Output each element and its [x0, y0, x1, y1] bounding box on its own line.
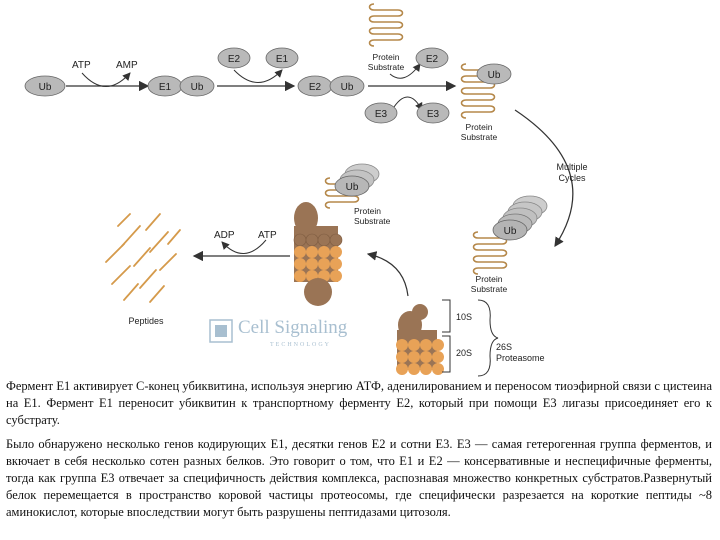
- atp-label-2: ATP: [258, 230, 277, 241]
- substrate-label-2: Substrate: [461, 132, 498, 142]
- svg-text:E3: E3: [427, 109, 440, 120]
- svg-text:Ub: Ub: [341, 82, 354, 93]
- label-10s: 10S: [456, 312, 472, 322]
- cycles-label: Cycles: [558, 173, 586, 183]
- svg-text:E2: E2: [426, 54, 439, 65]
- e2-in: E2: [217, 47, 251, 69]
- cell-signaling-logo: Cell Signaling TECHNOLOGY: [208, 316, 368, 356]
- atp-amp-curve: [81, 72, 131, 87]
- protein-label-3: Protein: [476, 274, 503, 284]
- svg-text:E3: E3: [375, 109, 388, 120]
- proteasome-label: Proteasome: [496, 353, 545, 363]
- bracket-20s: [442, 335, 451, 373]
- svg-text:E1: E1: [276, 54, 289, 65]
- polyubiquitin-chain: Ub: [492, 195, 548, 241]
- substrate-label-1: Substrate: [368, 62, 405, 72]
- protein-label-1: Protein: [373, 52, 400, 62]
- multiple-label: Multiple: [556, 162, 587, 172]
- logo-name: Cell Signaling: [238, 317, 348, 338]
- e3-in: E3: [364, 102, 398, 124]
- caption-paragraph-2: Было обнаружено несколько генов кодирующ…: [6, 437, 712, 519]
- substrate-in-curve: [389, 63, 421, 79]
- svg-text:E2: E2: [309, 82, 322, 93]
- core-particle-20s: [396, 339, 444, 375]
- e2-ub-complex: E2 Ub: [297, 75, 365, 97]
- amp-label: AMP: [116, 60, 138, 71]
- ubiquitin-proteasome-diagram: Ub ATP AMP E1 Ub E2 E1 E2 Ub Protein Sub…: [24, 3, 588, 377]
- substrate-label-3: Substrate: [471, 284, 508, 294]
- logo-subtitle: TECHNOLOGY: [270, 342, 331, 348]
- caption-paragraph-1: Фермент Е1 активирует С-конец убиквитина…: [6, 379, 712, 427]
- svg-text:Ub: Ub: [39, 82, 52, 93]
- bracket-26s: [477, 299, 499, 377]
- e1-ub-complex: E1 Ub: [147, 75, 215, 97]
- svg-text:Ub: Ub: [191, 82, 204, 93]
- e3-out: E3: [416, 102, 450, 124]
- logo-mark-icon: [209, 319, 233, 343]
- peptide-fragments: [105, 213, 181, 303]
- label-26s: 26S: [496, 342, 512, 352]
- proteasome-substrate-complex: Ub: [293, 163, 380, 306]
- bracket-10s: [442, 299, 451, 333]
- svg-text:E2: E2: [228, 54, 241, 65]
- svg-text:Ub: Ub: [504, 226, 517, 237]
- e3-curve: [391, 96, 423, 111]
- svg-text:Ub: Ub: [488, 70, 501, 81]
- adp-atp-curve: [221, 239, 267, 254]
- label-20s: 20S: [456, 348, 472, 358]
- svg-text:E1: E1: [159, 82, 172, 93]
- atp-label: ATP: [72, 60, 91, 71]
- proteasome-26s: [396, 304, 444, 375]
- svg-text:Ub: Ub: [346, 182, 359, 193]
- e2-out: E2: [415, 47, 449, 69]
- substrate-label-4: Substrate: [354, 216, 391, 226]
- protein-label-4: Protein: [354, 206, 381, 216]
- peptides-label: Peptides: [128, 316, 164, 326]
- ub-attached-1: Ub: [476, 63, 512, 85]
- e1-out: E1: [265, 47, 299, 69]
- adp-label: ADP: [214, 230, 235, 241]
- e2-e1-curve: [233, 69, 283, 83]
- arrow-to-degradation: [366, 251, 409, 297]
- ub-free: Ub: [24, 75, 66, 97]
- protein-label-2: Protein: [466, 122, 493, 132]
- arrow-multiple-cycles: [514, 109, 574, 248]
- protein-substrate-top: [368, 3, 404, 47]
